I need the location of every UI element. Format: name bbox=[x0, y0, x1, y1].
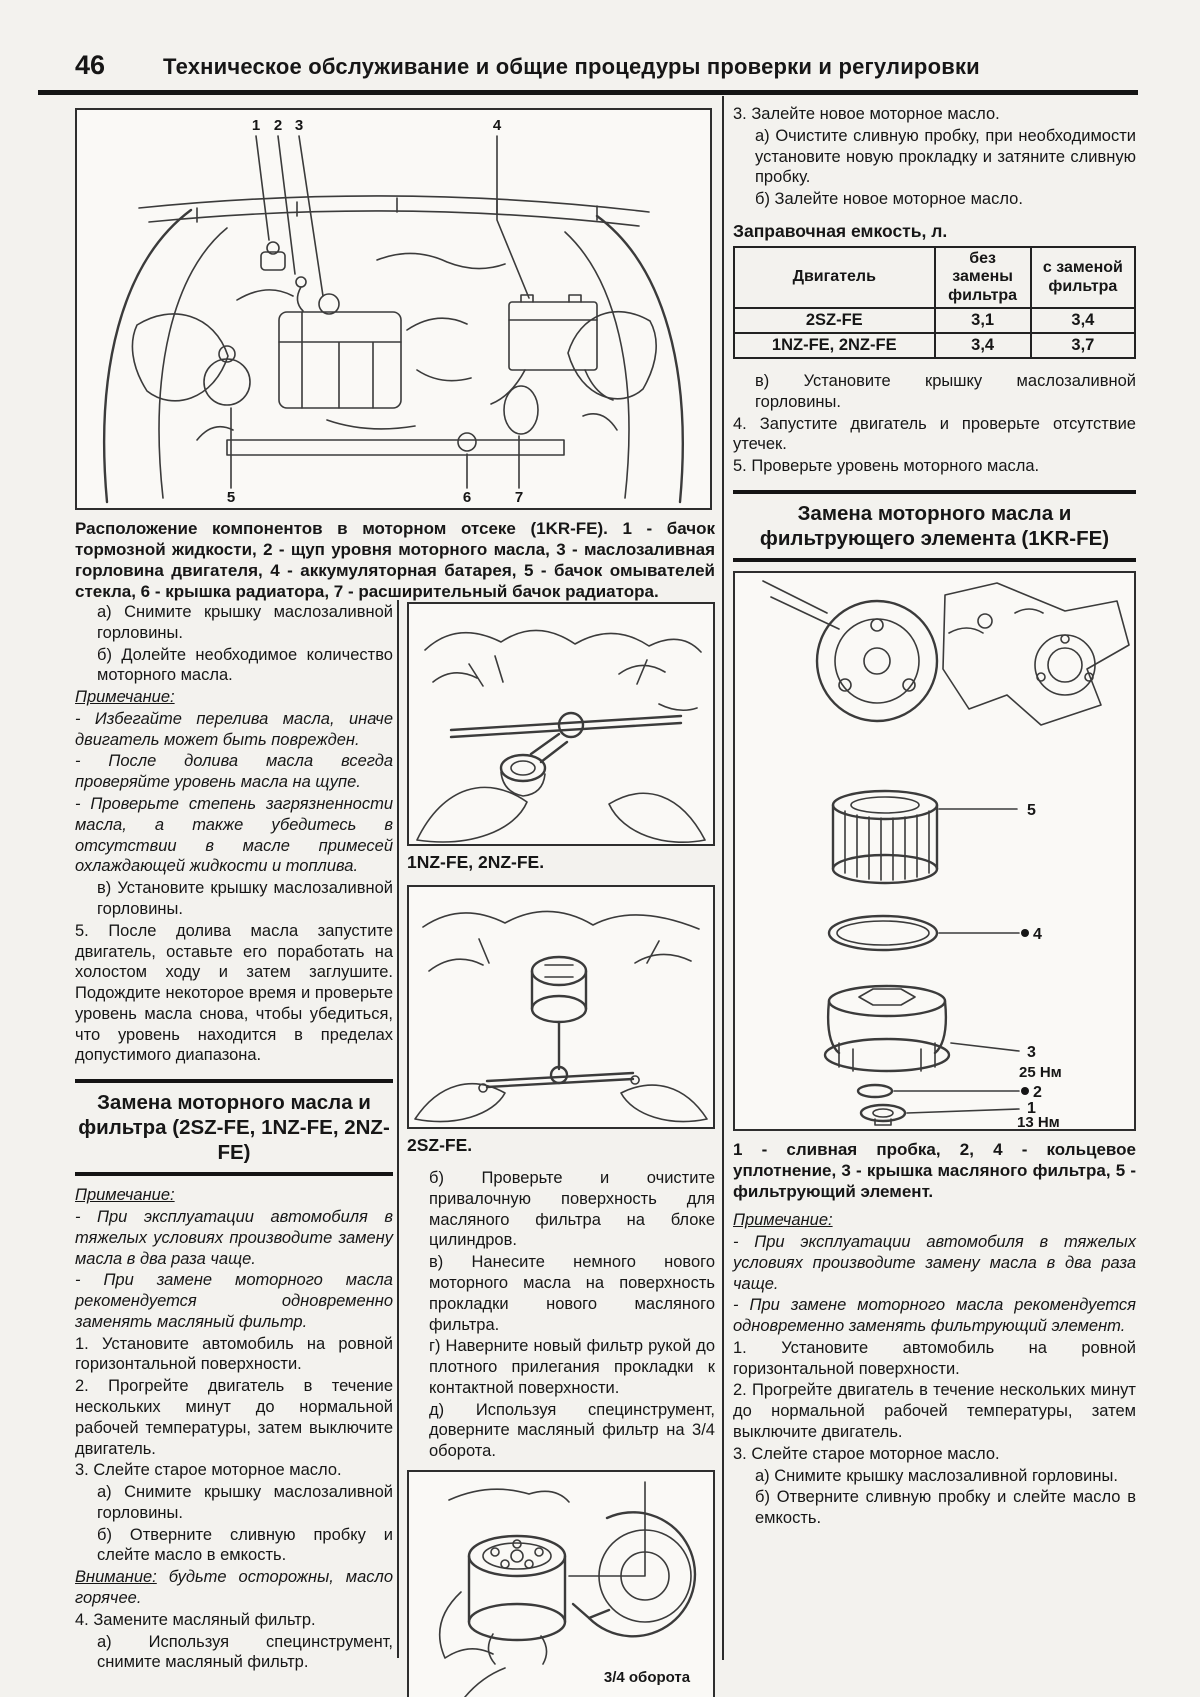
cell-with: 3,7 bbox=[1029, 332, 1137, 360]
column-right: 3. Залейте новое моторное масло. а) Очис… bbox=[733, 104, 1137, 1530]
step-3a: а) Снимите крышку маслозаливной горловин… bbox=[97, 1483, 393, 1522]
figure-filter-removal-2sz bbox=[407, 885, 715, 1130]
callout-1: 1 bbox=[252, 117, 260, 134]
callout-3: 3 bbox=[1027, 1044, 1036, 1061]
step-3b: б) Отверните сливную пробку и слейте мас… bbox=[755, 1488, 1136, 1528]
figure-engine-bay-caption: Расположение компонентов в моторном отсе… bbox=[75, 519, 715, 602]
step-3: 3. Залейте новое моторное масло. bbox=[733, 105, 1000, 123]
warning-text: будьте осторожны, масло горячее. bbox=[75, 1568, 393, 1608]
section-heading-oil-filter: Замена моторного масла и фильтра (2SZ-FE… bbox=[75, 1079, 393, 1177]
figure-filter-removal-1nz bbox=[407, 602, 715, 846]
col-header-without-filter: без замены фильтра bbox=[933, 245, 1032, 310]
cell-engine: 1NZ-FE, 2NZ-FE bbox=[733, 332, 936, 360]
section-heading-filter-element: Замена моторного масла и фильтрующего эл… bbox=[733, 489, 1136, 562]
cell-without: 3,1 bbox=[933, 307, 1032, 335]
figure-1nz-caption: 1NZ-FE, 2NZ-FE. bbox=[407, 852, 545, 872]
note-item: - Избегайте перелива масла, иначе двигат… bbox=[75, 709, 393, 749]
step-1: 1. Установите автомобиль на ровной гориз… bbox=[75, 1334, 393, 1374]
step-v: в) Установите крышку маслозаливной горло… bbox=[97, 879, 393, 918]
column-divider-right bbox=[722, 96, 724, 1660]
note-label: Примечание: bbox=[75, 688, 175, 707]
callout-3: 3 bbox=[295, 117, 303, 134]
table-row: 2SZ-FE 3,1 3,4 bbox=[733, 307, 1137, 335]
note-item: - После долива масла всегда проверяйте у… bbox=[75, 752, 393, 792]
callout-7: 7 bbox=[515, 489, 523, 506]
three-quarter-turn-label: 3/4 оборота bbox=[604, 1669, 691, 1686]
page-title: Техническое обслуживание и общие процеду… bbox=[163, 54, 980, 79]
note-item: - При эксплуатации автомобиля в тяжелых … bbox=[75, 1207, 393, 1268]
callout-2: 2 bbox=[274, 117, 282, 134]
step-5: 5. Проверьте уровень моторного масла. bbox=[733, 457, 1040, 476]
step-b: б) Проверьте и очистите привалочную пове… bbox=[429, 1169, 715, 1250]
step-3: 3. Слейте старое моторное масло. bbox=[75, 1461, 342, 1480]
callout-2: 2 bbox=[1033, 1084, 1042, 1101]
figure-three-quarter-turn: 3/4 оборота bbox=[407, 1470, 715, 1697]
page-number: 46 bbox=[75, 50, 106, 80]
step-3a: а) Очистите сливную пробку, при необходи… bbox=[755, 126, 1136, 187]
cell-with: 3,4 bbox=[1029, 307, 1137, 335]
callout-6: 6 bbox=[463, 489, 471, 506]
step-3b: б) Отверните сливную пробку и слейте мас… bbox=[97, 1525, 393, 1565]
cell-without: 3,4 bbox=[933, 332, 1032, 360]
step-a: а) Снимите крышку маслозаливной горловин… bbox=[97, 603, 393, 642]
note-label: Примечание: bbox=[733, 1211, 833, 1230]
step-2: 2. Прогрейте двигатель в течение несколь… bbox=[733, 1381, 1136, 1442]
page-header: 46 Техническое обслуживание и общие проц… bbox=[75, 50, 1140, 81]
three-quarter-turn-illustration: 3/4 оборота bbox=[438, 1481, 697, 1697]
step-d: д) Используя специнструмент, доверните м… bbox=[429, 1400, 715, 1461]
filter-removal-2sz-illustration bbox=[414, 910, 708, 1123]
col-header-with-filter: с заменой фильтра bbox=[1029, 245, 1137, 310]
col-header-engine: Двигатель bbox=[733, 245, 936, 310]
note-item: - При замене моторного масла рекомендует… bbox=[733, 1296, 1136, 1336]
step-5: 5. После долива масла запустите двигател… bbox=[75, 921, 393, 1065]
header-rule bbox=[38, 90, 1138, 95]
capacity-table-title: Заправочная емкость, л. bbox=[733, 220, 948, 241]
filter-removal-1nz-illustration bbox=[416, 629, 706, 844]
column-left: а) Снимите крышку маслозаливной горловин… bbox=[75, 602, 393, 1674]
note-item: - Проверьте степень загрязненности масла… bbox=[75, 795, 393, 876]
callout-1: 1 bbox=[1027, 1100, 1036, 1117]
callout-5: 5 bbox=[227, 489, 235, 506]
callout-1-torque: 13 Нм bbox=[1017, 1114, 1060, 1129]
column-middle: 1NZ-FE, 2NZ-FE. 2SZ-FE bbox=[407, 602, 715, 1697]
step-v: в) Нанесите немного нового моторного мас… bbox=[429, 1253, 715, 1334]
figure-2sz-caption: 2SZ-FE. bbox=[407, 1135, 473, 1156]
warning: Внимание: будьте осторожны, масло горяче… bbox=[75, 1567, 393, 1609]
note-label: Примечание: bbox=[75, 1186, 175, 1205]
step-b: б) Долейте необходимое количество моторн… bbox=[97, 645, 393, 685]
step-4: 4. Запустите двигатель и проверьте отсут… bbox=[733, 414, 1136, 454]
step-3: 3. Слейте старое моторное масло. bbox=[733, 1444, 1000, 1463]
column-divider-left bbox=[397, 600, 399, 1658]
step-g: г) Наверните новый фильтр рукой до плотн… bbox=[429, 1337, 715, 1397]
capacity-table: Двигатель без замены фильтра с заменой ф… bbox=[733, 245, 1137, 360]
cell-engine: 2SZ-FE bbox=[733, 307, 936, 335]
filter-exploded-illustration: 5 4 3 25 Нм 2 1 13 Нм bbox=[762, 580, 1130, 1129]
callout-3-torque: 25 Нм bbox=[1019, 1064, 1062, 1081]
table-row: 1NZ-FE, 2NZ-FE 3,4 3,7 bbox=[733, 332, 1137, 360]
callout-5: 5 bbox=[1027, 802, 1036, 819]
step-3b: б) Залейте новое моторное масло. bbox=[755, 190, 1023, 209]
step-2: 2. Прогрейте двигатель в течение несколь… bbox=[75, 1377, 393, 1458]
warning-label: Внимание: bbox=[75, 1568, 157, 1587]
callout-4: 4 bbox=[1033, 926, 1042, 943]
engine-bay-illustration: 1 2 3 4 5 6 7 bbox=[102, 117, 684, 506]
callout-4: 4 bbox=[493, 117, 502, 134]
step-3a: а) Снимите крышку маслозаливной горловин… bbox=[755, 1466, 1118, 1485]
note-item: - При замене моторного масла рекомендует… bbox=[75, 1271, 393, 1331]
figure-exploded-caption: 1 - сливная пробка, 2, 4 - кольцевое упл… bbox=[733, 1139, 1136, 1202]
step-v: в) Установите крышку маслозаливной горло… bbox=[755, 372, 1136, 411]
table-header-row: Двигатель без замены фильтра с заменой ф… bbox=[733, 245, 1137, 310]
figure-filter-exploded: 5 4 3 25 Нм 2 1 13 Нм bbox=[733, 570, 1136, 1131]
step-1: 1. Установите автомобиль на ровной гориз… bbox=[733, 1338, 1136, 1378]
step-4: 4. Замените масляный фильтр. bbox=[75, 1610, 316, 1629]
figure-engine-bay: 1 2 3 4 5 6 7 bbox=[75, 108, 712, 510]
note-item: - При эксплуатации автомобиля в тяжелых … bbox=[733, 1232, 1136, 1293]
step-4a: а) Используя специнструмент, снимите мас… bbox=[97, 1632, 393, 1672]
